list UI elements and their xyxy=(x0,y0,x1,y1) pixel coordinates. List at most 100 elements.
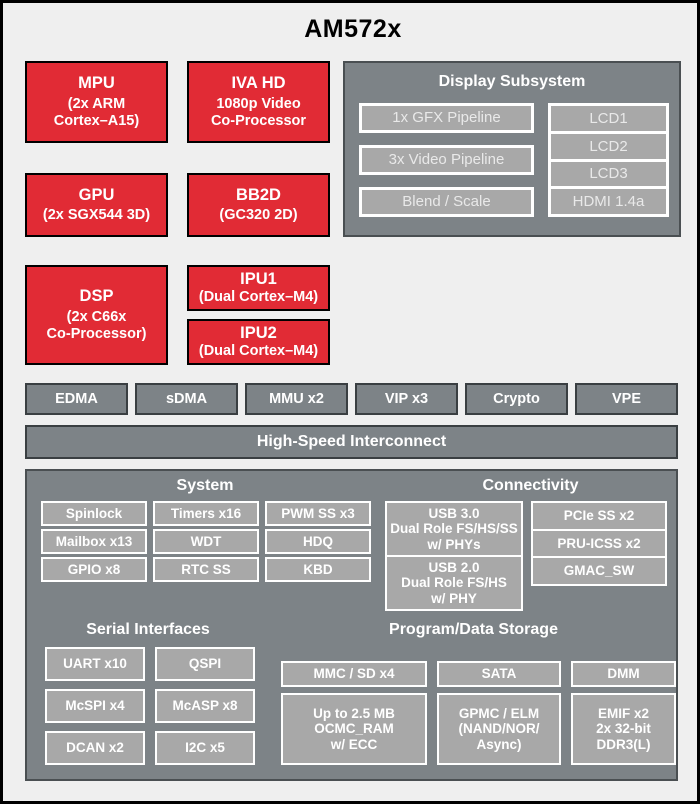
storage-block-emif-line-3: DDR3(L) xyxy=(596,736,651,752)
serial-block-qspi[interactable]: QSPI xyxy=(155,647,255,681)
core-block-ipu2-line-1: (Dual Cortex–M4) xyxy=(198,343,319,360)
system-group-title: System xyxy=(176,477,234,494)
utility-block-sdma[interactable]: sDMA xyxy=(135,383,238,415)
storage-block-gpmc-elm-line-1: GPMC / ELM xyxy=(458,705,540,721)
core-block-gpu-line-1: (2x SGX544 3D) xyxy=(42,207,151,224)
connectivity-interface-stack: PCIe SS x2 PRU-ICSS x2 GMAC_SW xyxy=(531,501,667,586)
storage-block-sata[interactable]: SATA xyxy=(437,661,561,687)
core-block-gpu-title: GPU xyxy=(78,185,115,204)
serial-interfaces-group-title: Serial Interfaces xyxy=(86,621,210,638)
core-block-dsp[interactable]: DSP (2x C66x Co-Processor) xyxy=(25,265,168,365)
high-speed-interconnect-bar[interactable]: High-Speed Interconnect xyxy=(25,425,678,459)
display-output-lcd3[interactable]: LCD3 xyxy=(551,162,666,190)
storage-block-dmm-label: DMM xyxy=(607,666,640,682)
storage-block-mmc-sd[interactable]: MMC / SD x4 xyxy=(281,661,427,687)
utility-block-vip-label: VIP x3 xyxy=(384,391,429,407)
system-block-kbd-label: KBD xyxy=(303,561,333,577)
system-block-hdq-label: HDQ xyxy=(303,533,333,549)
connectivity-block-pru-icss[interactable]: PRU-ICSS x2 xyxy=(533,531,665,559)
connectivity-block-pru-icss-label: PRU-ICSS x2 xyxy=(557,535,641,551)
storage-block-gpmc-elm-line-3: Async) xyxy=(476,736,522,752)
system-block-rtc-ss[interactable]: RTC SS xyxy=(153,557,259,582)
serial-block-mcasp[interactable]: McASP x8 xyxy=(155,689,255,723)
system-block-gpio[interactable]: GPIO x8 xyxy=(41,557,147,582)
display-subsystem-title: Display Subsystem xyxy=(438,73,586,90)
core-block-iva-hd-line-1: 1080p Video xyxy=(216,95,301,112)
core-block-gpu[interactable]: GPU (2x SGX544 3D) xyxy=(25,173,168,237)
system-block-pwm-ss-label: PWM SS x3 xyxy=(281,505,355,521)
system-block-rtc-ss-label: RTC SS xyxy=(181,561,231,577)
display-output-stack: LCD1 LCD2 LCD3 HDMI 1.4a xyxy=(548,103,669,217)
connectivity-block-usb20[interactable]: USB 2.0 Dual Role FS/HS w/ PHY xyxy=(387,557,521,609)
core-block-dsp-line-2: Co-Processor) xyxy=(46,325,147,342)
storage-block-emif-line-1: EMIF x2 xyxy=(597,705,649,721)
utility-block-edma-label: EDMA xyxy=(55,391,98,407)
storage-block-emif[interactable]: EMIF x2 2x 32-bit DDR3(L) xyxy=(571,693,676,765)
display-output-lcd2[interactable]: LCD2 xyxy=(551,134,666,162)
core-block-ipu1-line-1: (Dual Cortex–M4) xyxy=(198,289,319,306)
core-block-mpu[interactable]: MPU (2x ARM Cortex–A15) xyxy=(25,61,168,143)
storage-block-sata-label: SATA xyxy=(481,666,517,682)
connectivity-block-usb20-title: USB 2.0 xyxy=(428,559,480,575)
display-pipeline-blend-scale[interactable]: Blend / Scale xyxy=(359,187,534,217)
storage-block-ocmc-ram[interactable]: Up to 2.5 MB OCMC_RAM w/ ECC xyxy=(281,693,427,765)
utility-block-crypto-label: Crypto xyxy=(493,391,540,407)
serial-block-i2c-label: I2C x5 xyxy=(185,740,225,756)
system-block-timers-label: Timers x16 xyxy=(170,505,242,521)
system-block-wdt[interactable]: WDT xyxy=(153,529,259,554)
core-block-ipu1-title: IPU1 xyxy=(240,269,277,288)
connectivity-block-usb30[interactable]: USB 3.0 Dual Role FS/HS/SS w/ PHYs xyxy=(387,503,521,557)
utility-block-crypto[interactable]: Crypto xyxy=(465,383,568,415)
storage-group-title: Program/Data Storage xyxy=(389,621,558,638)
system-block-pwm-ss[interactable]: PWM SS x3 xyxy=(265,501,371,526)
display-output-lcd2-label: LCD2 xyxy=(589,137,628,155)
utility-block-vip[interactable]: VIP x3 xyxy=(355,383,458,415)
serial-block-uart[interactable]: UART x10 xyxy=(45,647,145,681)
core-block-iva-hd-line-2: Co-Processor xyxy=(210,112,307,129)
utility-block-vpe[interactable]: VPE xyxy=(575,383,678,415)
high-speed-interconnect-label: High-Speed Interconnect xyxy=(256,433,447,450)
storage-block-gpmc-elm-line-2: (NAND/NOR/ xyxy=(458,721,540,737)
system-block-spinlock[interactable]: Spinlock xyxy=(41,501,147,526)
display-output-hdmi[interactable]: HDMI 1.4a xyxy=(551,189,666,214)
core-block-bb2d[interactable]: BB2D (GC320 2D) xyxy=(187,173,330,237)
core-block-bb2d-line-1: (GC320 2D) xyxy=(219,207,298,224)
display-output-lcd1[interactable]: LCD1 xyxy=(551,106,666,134)
serial-block-i2c[interactable]: I2C x5 xyxy=(155,731,255,765)
core-block-iva-hd[interactable]: IVA HD 1080p Video Co-Processor xyxy=(187,61,330,143)
utility-block-mmu[interactable]: MMU x2 xyxy=(245,383,348,415)
storage-block-emif-line-2: 2x 32-bit xyxy=(596,721,651,737)
serial-block-qspi-label: QSPI xyxy=(188,656,222,672)
display-subsystem-panel: Display Subsystem 1x GFX Pipeline 3x Vid… xyxy=(343,61,681,237)
core-block-mpu-line-2: Cortex–A15) xyxy=(53,112,140,129)
connectivity-block-pcie[interactable]: PCIe SS x2 xyxy=(533,503,665,531)
page-title: AM572x xyxy=(304,15,402,43)
system-block-timers[interactable]: Timers x16 xyxy=(153,501,259,526)
connectivity-block-usb30-title: USB 3.0 xyxy=(428,505,480,521)
storage-block-gpmc-elm[interactable]: GPMC / ELM (NAND/NOR/ Async) xyxy=(437,693,561,765)
display-pipeline-video[interactable]: 3x Video Pipeline xyxy=(359,145,534,175)
core-block-mpu-line-1: (2x ARM xyxy=(67,95,126,112)
storage-block-dmm[interactable]: DMM xyxy=(571,661,676,687)
connectivity-block-usb30-line-1: Dual Role FS/HS/SS xyxy=(390,521,518,537)
system-block-kbd[interactable]: KBD xyxy=(265,557,371,582)
display-pipeline-gfx[interactable]: 1x GFX Pipeline xyxy=(359,103,534,133)
system-block-wdt-label: WDT xyxy=(190,533,222,549)
connectivity-block-gmac-sw-label: GMAC_SW xyxy=(563,563,635,579)
connectivity-group-title: Connectivity xyxy=(482,477,579,494)
utility-block-vpe-label: VPE xyxy=(611,391,641,407)
utility-block-edma[interactable]: EDMA xyxy=(25,383,128,415)
core-block-ipu1[interactable]: IPU1 (Dual Cortex–M4) xyxy=(187,265,330,311)
core-block-ipu2[interactable]: IPU2 (Dual Cortex–M4) xyxy=(187,319,330,365)
serial-block-mcspi-label: McSPI x4 xyxy=(65,698,125,714)
display-output-hdmi-label: HDMI 1.4a xyxy=(572,193,645,210)
serial-block-dcan[interactable]: DCAN x2 xyxy=(45,731,145,765)
serial-block-mcspi[interactable]: McSPI x4 xyxy=(45,689,145,723)
connectivity-block-gmac-sw[interactable]: GMAC_SW xyxy=(533,558,665,584)
system-block-hdq[interactable]: HDQ xyxy=(265,529,371,554)
usb-stack: USB 3.0 Dual Role FS/HS/SS w/ PHYs USB 2… xyxy=(385,501,523,611)
connectivity-block-usb20-line-1: Dual Role FS/HS xyxy=(401,575,507,591)
core-block-mpu-title: MPU xyxy=(78,74,115,93)
system-block-mailbox[interactable]: Mailbox x13 xyxy=(41,529,147,554)
